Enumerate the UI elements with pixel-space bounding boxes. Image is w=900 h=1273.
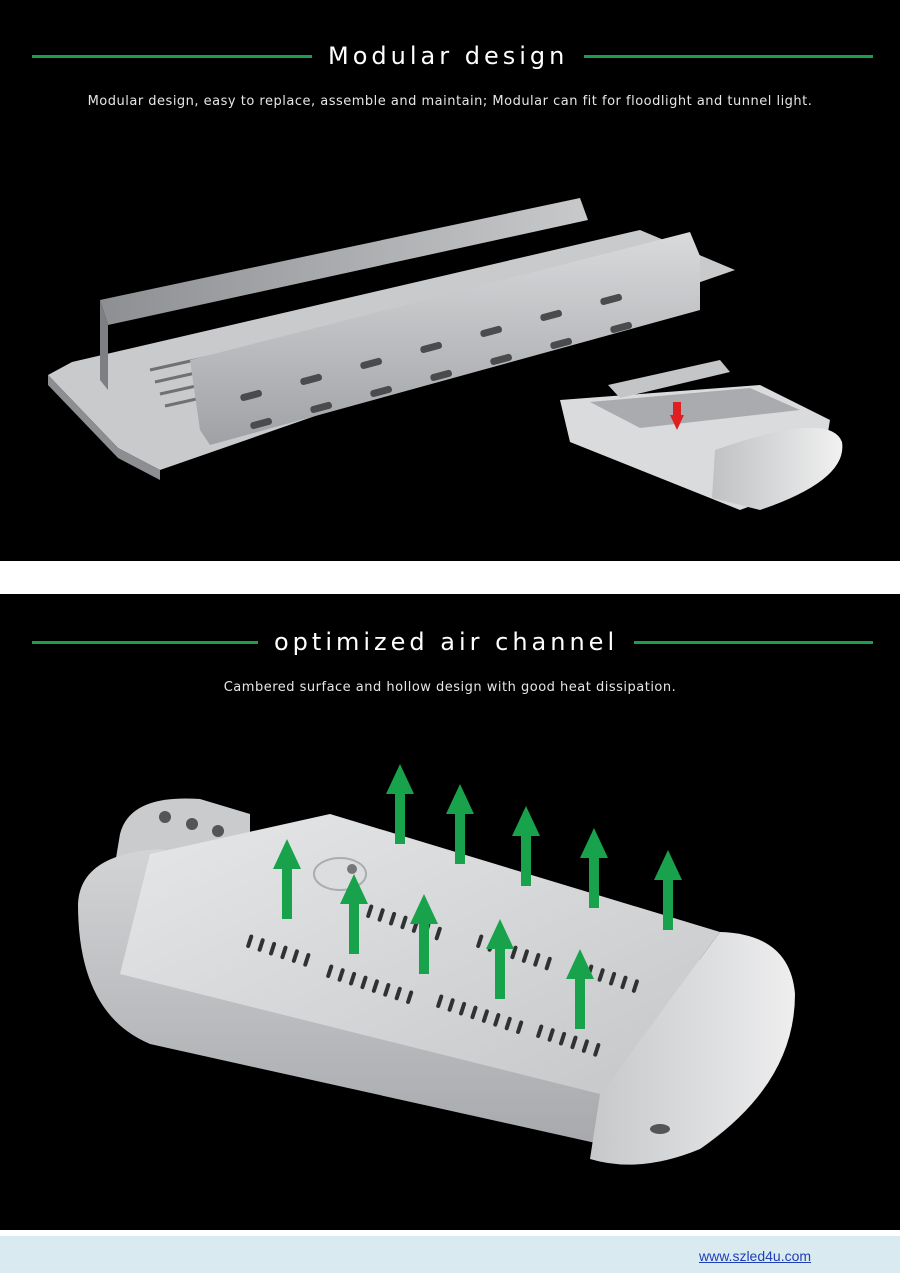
led-module-illustration (48, 198, 843, 510)
air-channel-panel: optimized air channel Cambered surface a… (0, 594, 900, 1230)
section2-subtitle: Cambered surface and hollow design with … (223, 680, 677, 695)
title-rule-right (584, 54, 873, 58)
modular-design-panel: Modular design Modular design, easy to r… (0, 0, 900, 561)
website-link[interactable]: www.szled4u.com (699, 1248, 812, 1264)
section2-title: optimized air channel (274, 628, 619, 656)
section1-title: Modular design (328, 42, 569, 70)
section2-header: optimized air channel (0, 628, 900, 656)
title-rule-left (32, 640, 258, 644)
title-rule-left (32, 54, 312, 58)
section1-subtitle: Modular design, easy to replace, assembl… (87, 94, 813, 109)
title-rule-right (634, 640, 873, 644)
section1-header: Modular design (0, 42, 900, 70)
footer-bar: www.szled4u.com (0, 1236, 900, 1273)
street-light-illustration (78, 764, 795, 1165)
airflow-arrows (273, 764, 682, 1029)
